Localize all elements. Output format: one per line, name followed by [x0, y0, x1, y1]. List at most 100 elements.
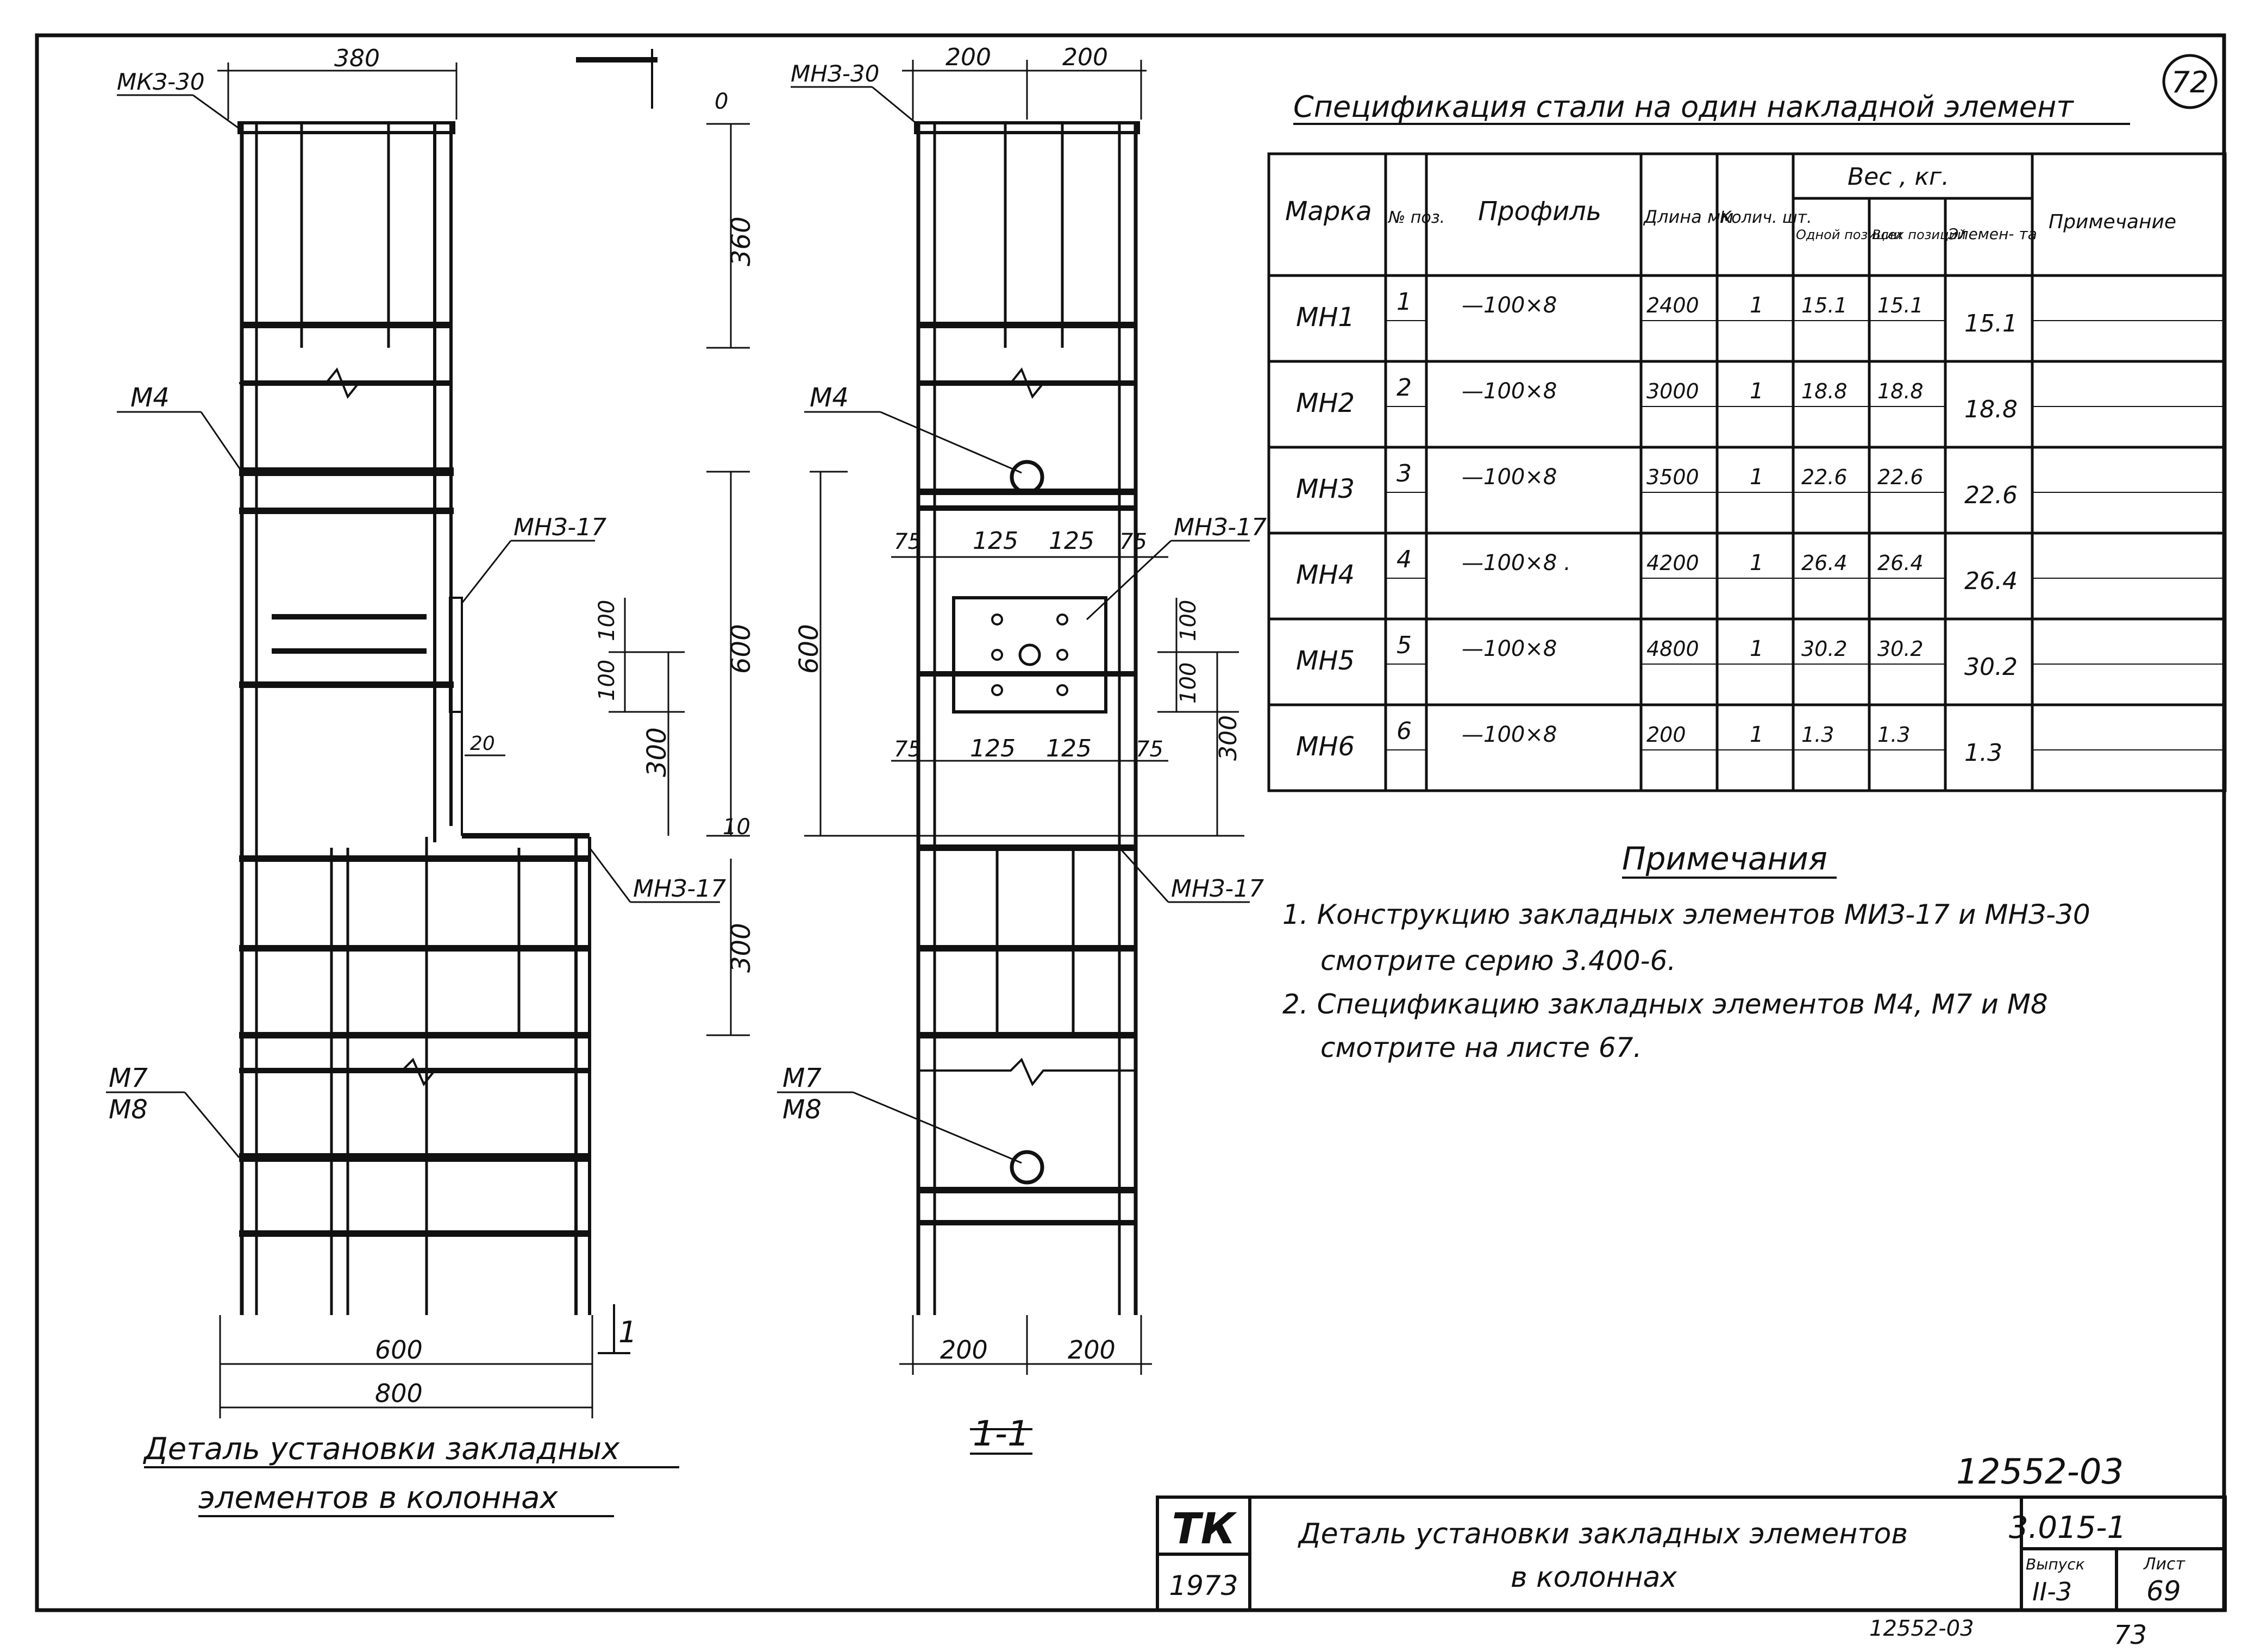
cell-mark: МН4: [1296, 560, 1355, 590]
dim-300b: 300: [726, 923, 756, 973]
spec-row: МН4 4 —100×8 . 4200 1 26.4 26.4 26.4: [1296, 546, 2018, 595]
page-mark-text: 72: [2171, 65, 2209, 99]
sec-dim-75d: 75: [1136, 737, 1163, 762]
dim-360: 360: [726, 216, 756, 266]
cell-profile: —100×8: [1462, 636, 1557, 661]
sheet-label: Лист: [2143, 1555, 2186, 1574]
hdr-length: Длина мм: [1643, 206, 1733, 227]
cell-pos: 2: [1397, 374, 1412, 402]
cell-mark: МН5: [1296, 646, 1355, 676]
cell-mark: МН3: [1296, 474, 1355, 504]
cell-pos: 6: [1397, 717, 1412, 745]
sec-dim-75b: 75: [1119, 529, 1147, 554]
cell-length: 200: [1646, 723, 1686, 747]
sec-dim-75a: 75: [894, 529, 922, 554]
sheet-number: 69: [2146, 1575, 2181, 1607]
label-mn-low: МНЗ-17: [633, 875, 726, 903]
sec-dim-125b: 125: [1049, 527, 1094, 555]
cell-qty: 1: [1750, 636, 1763, 661]
label-m8: М8: [109, 1094, 148, 1125]
cell-w-all: 1.3: [1877, 723, 1910, 747]
page-mark: 72: [2162, 54, 2218, 109]
cell-w-all: 22.6: [1877, 465, 1924, 489]
sec-dim-100b: 100: [1176, 662, 1201, 704]
cell-qty: 1: [1750, 465, 1763, 490]
cell-profile: —100×8: [1462, 465, 1557, 490]
cell-w-one: 1.3: [1801, 723, 1834, 747]
cell-pos: 1: [1397, 288, 1412, 316]
sec-dim-125a: 125: [973, 527, 1018, 555]
dim-100a: 100: [594, 600, 619, 641]
cell-w-one: 30.2: [1801, 637, 1848, 661]
issue-label: Выпуск: [2026, 1555, 2085, 1573]
left-view-dimension-text: 380 0 360 600 100 100 300 20 10 300 600 …: [142, 45, 756, 1517]
sec-dim-75c: 75: [894, 737, 922, 762]
cell-w-one: 15.1: [1801, 293, 1848, 317]
sec-dim-top-right: 200: [1062, 43, 1108, 71]
note-line: 1. Конструкцию закладных элементов МИЗ-1…: [1282, 899, 2090, 930]
spec-row: МН5 5 —100×8 4800 1 30.2 30.2 30.2: [1296, 631, 2018, 681]
org-logo: ТК: [1172, 1505, 1237, 1554]
cell-length: 2400: [1646, 293, 1699, 317]
hdr-mark: Марка: [1285, 196, 1372, 227]
label-top-element: МКЗ-30: [117, 68, 205, 95]
dim-20: 20: [470, 733, 495, 755]
sec-label-top-element: МНЗ-30: [791, 60, 879, 87]
hdr-pos: № поз.: [1387, 208, 1445, 227]
hdr-w-elem: Элемен- та: [1948, 225, 2037, 243]
hdr-qty: Колич. шт.: [1720, 208, 1812, 227]
dim-600: 600: [726, 624, 756, 674]
cell-w-elem: 18.8: [1964, 396, 2018, 423]
section-view-dimension-text: 200 200 75 125 125 75 600 100 100 300 75…: [794, 43, 1242, 1455]
sec-dim-100a: 100: [1176, 600, 1201, 641]
label-m7: М7: [109, 1063, 148, 1093]
spec-row: МН2 2 —100×8 3000 1 18.8 18.8 18.8: [1296, 374, 2018, 423]
sec-dim-bottom-right: 200: [1068, 1335, 1116, 1365]
left-column-view: [237, 121, 591, 1315]
sec-dim-300: 300: [1214, 715, 1242, 761]
dim-top-zero: 0: [715, 89, 728, 114]
cell-w-elem: 26.4: [1964, 567, 2018, 595]
issue-value: II-3: [2032, 1577, 2072, 1606]
cell-mark: МН6: [1296, 731, 1355, 762]
doc-code: 12552-03: [1956, 1452, 2124, 1492]
note-line: 2. Спецификацию закладных элементов М4, …: [1282, 988, 2048, 1020]
cell-mark: МН2: [1296, 388, 1355, 418]
dim-300a: 300: [642, 727, 672, 777]
spec-row: МН6 6 —100×8 200 1 1.3 1.3 1.3: [1296, 717, 2002, 767]
left-caption-line1: Деталь установки закладных: [142, 1431, 620, 1467]
label-m4: М4: [130, 383, 170, 413]
cell-pos: 5: [1397, 631, 1412, 659]
dim-top-width: 380: [334, 45, 380, 72]
cell-pos: 4: [1397, 546, 1412, 573]
sec-label-m7: М7: [782, 1063, 822, 1093]
spec-table: Спецификация стали на один накладной эле…: [1267, 90, 2227, 792]
spec-title: Спецификация стали на один накладной эле…: [1293, 90, 2074, 124]
cell-qty: 1: [1750, 379, 1763, 404]
note-line: смотрите на листе 67.: [1320, 1032, 1642, 1063]
hdr-weight-group: Вес , кг.: [1848, 163, 1949, 191]
cell-w-one: 22.6: [1801, 465, 1848, 489]
title-line1: Деталь установки закладных элементов: [1298, 1518, 1908, 1550]
cell-mark: МН1: [1296, 302, 1355, 333]
sec-dim-top-left: 200: [945, 43, 991, 71]
cell-w-elem: 30.2: [1964, 653, 2018, 681]
cell-w-all: 15.1: [1877, 293, 1924, 317]
left-view-labels: МКЗ-30 М4 МНЗ-17 МНЗ-17 М7 М8: [106, 68, 726, 1158]
cell-length: 3000: [1646, 379, 1699, 403]
year: 1973: [1169, 1570, 1238, 1601]
cell-profile: —100×8: [1462, 379, 1557, 404]
hdr-note: Примечание: [2049, 211, 2176, 233]
cell-qty: 1: [1750, 722, 1763, 747]
cell-pos: 3: [1397, 460, 1412, 487]
sec-dim-600: 600: [794, 624, 824, 674]
section-view-labels: МНЗ-30 М4 МНЗ-17 МНЗ-17 М7 М8: [777, 60, 1267, 1164]
sec-label-m8: М8: [782, 1094, 822, 1125]
cell-w-all: 26.4: [1877, 551, 1924, 575]
dim-100b: 100: [594, 660, 619, 701]
section-1-1-view: [914, 121, 1140, 1315]
left-caption-line2: элементов в колоннах: [198, 1480, 558, 1516]
title-block: ТК 1973 Деталь установки закладных элеме…: [1156, 1495, 2227, 1612]
note-line: смотрите серию 3.400-6.: [1320, 945, 1676, 977]
sec-label-m4: М4: [810, 383, 849, 413]
